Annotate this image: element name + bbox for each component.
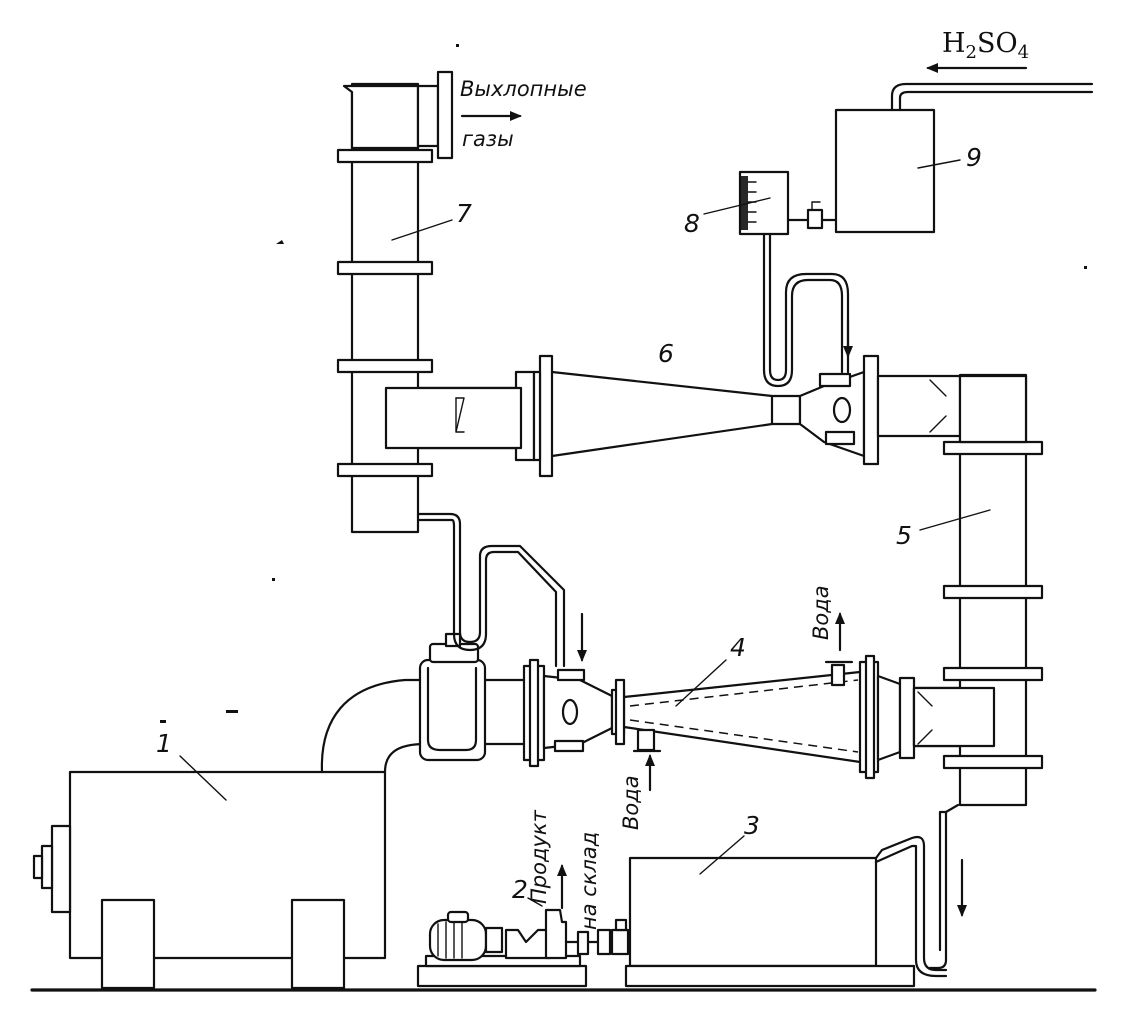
label-6: 6 — [658, 339, 674, 368]
column-5 — [912, 373, 1044, 970]
dosing-unit-8 — [738, 170, 853, 388]
leader-lines — [179, 159, 991, 907]
lower-duct — [483, 658, 626, 768]
label-3: 3 — [744, 811, 760, 840]
label-8: 8 — [684, 209, 700, 238]
acid-tank-9 — [834, 63, 1094, 234]
product-label-line1: Продукт — [527, 809, 551, 904]
label-4: 4 — [730, 633, 746, 662]
sump-tank-3 — [624, 835, 948, 988]
scan-specks — [160, 44, 1087, 723]
label-2: 2 — [512, 875, 528, 904]
product-label-line2: на склад — [577, 832, 601, 930]
column-7 — [336, 70, 587, 668]
exhaust-label-line2: газы — [462, 127, 514, 151]
pump-unit-2 — [416, 864, 630, 988]
drum-furnace — [32, 678, 427, 990]
label-5: 5 — [896, 521, 912, 550]
water-in-label: Вода — [619, 775, 643, 830]
exhaust-label-line1: Выхлопные — [460, 77, 587, 101]
label-9: 9 — [966, 143, 982, 172]
separator-chamber — [418, 632, 487, 762]
acid-formula: H2SO4 — [942, 28, 1029, 63]
label-1: 1 — [156, 729, 172, 758]
label-7: 7 — [456, 199, 472, 228]
water-out-label: Вода — [809, 585, 833, 640]
